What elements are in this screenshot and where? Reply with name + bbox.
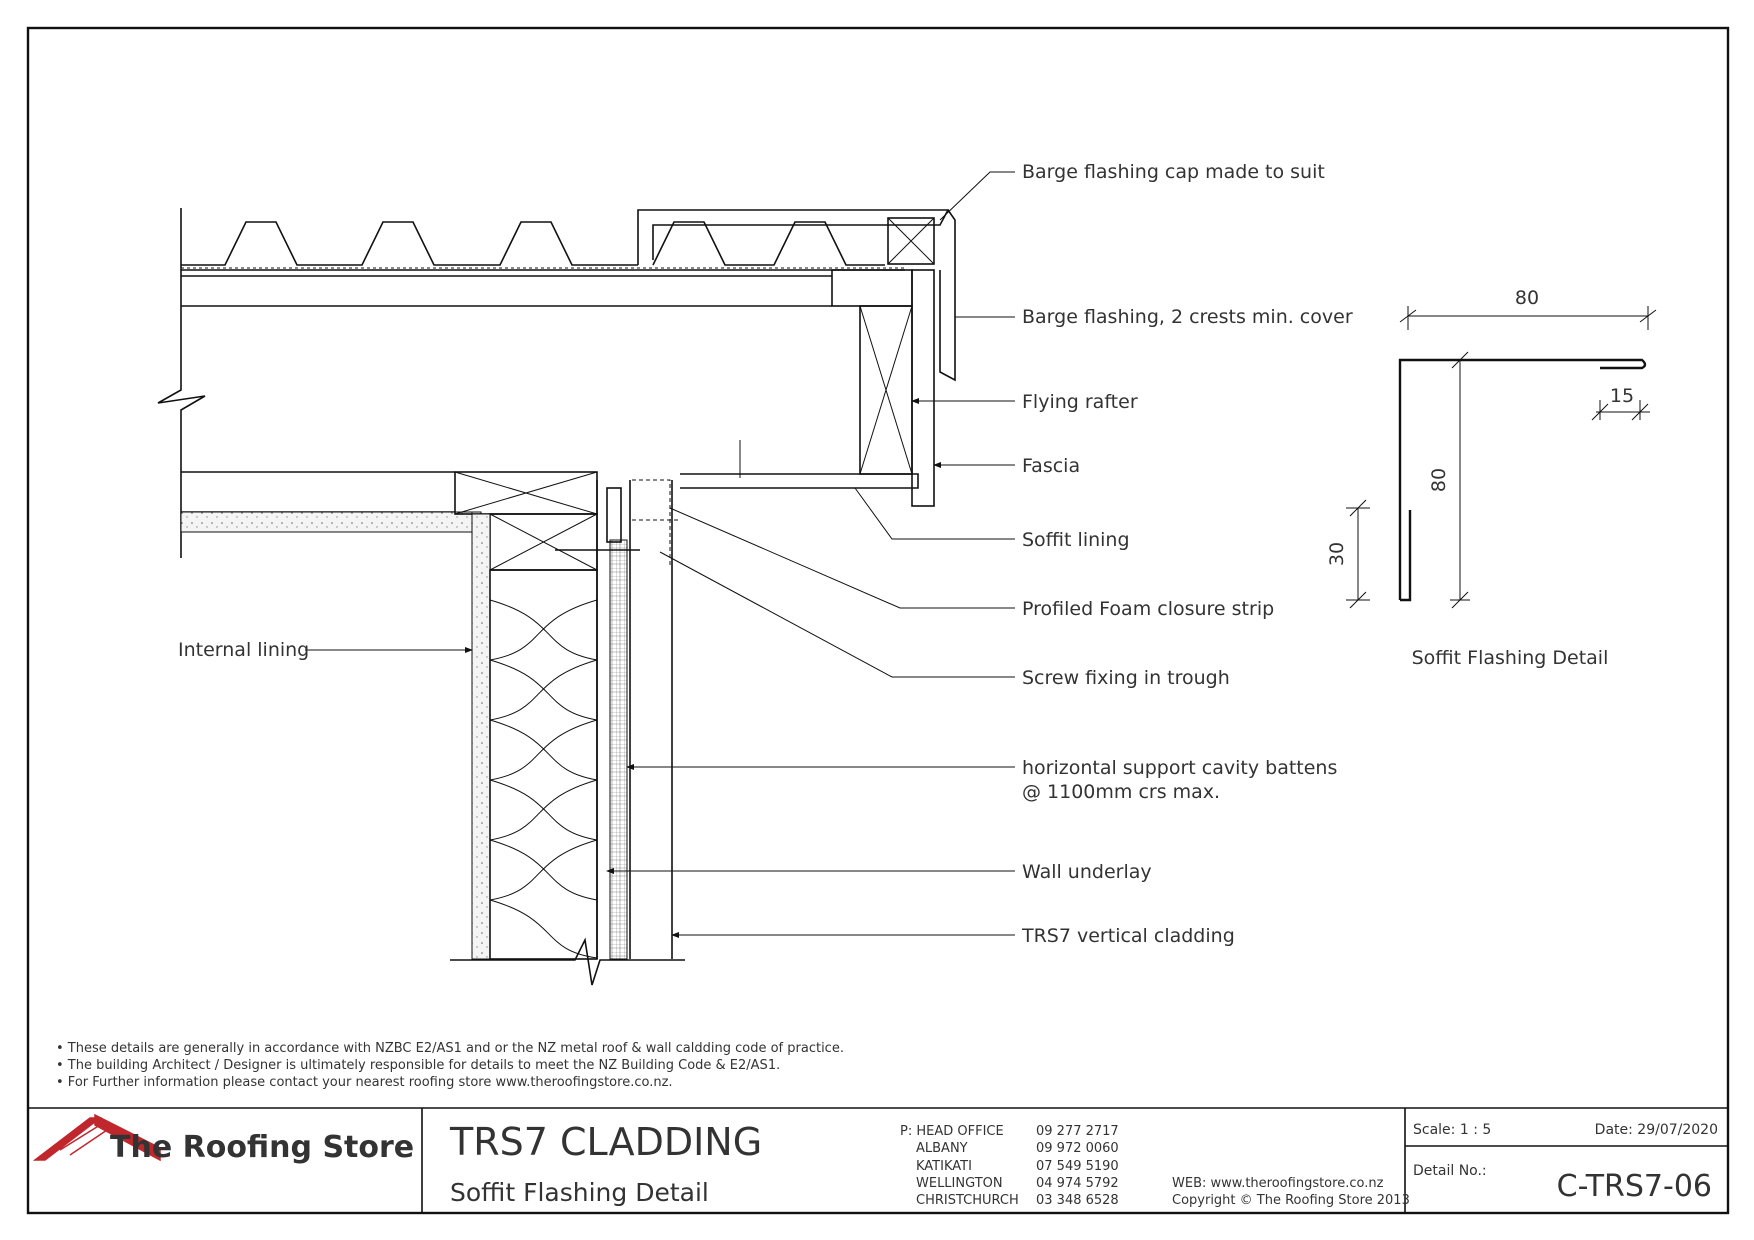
label-internal-lining: Internal lining: [178, 639, 309, 661]
copyright: Copyright © The Roofing Store 2013: [1172, 1193, 1410, 1208]
scale: Scale: 1 : 5: [1413, 1122, 1491, 1138]
dim-side: 80: [1428, 468, 1450, 492]
label-foam-strip: Profiled Foam closure strip: [1022, 598, 1274, 620]
title-block: The Roofing Store TRS7 CLADDING Soffit F…: [28, 1107, 1728, 1213]
callout-labels: Barge flashing cap made to suit Barge fl…: [178, 161, 1353, 947]
note-1: • These details are generally in accorda…: [56, 1041, 844, 1056]
label-flying-rafter: Flying rafter: [1022, 391, 1138, 413]
roof-logo-icon: [32, 1113, 161, 1162]
contact-phone-2: 07 549 5190: [1036, 1159, 1119, 1174]
notes: • These details are generally in accorda…: [56, 1041, 844, 1090]
contact-phone-0: 09 277 2717: [1036, 1124, 1119, 1139]
contact-place-0: P: HEAD OFFICE: [900, 1124, 1004, 1139]
contact-place-3: WELLINGTON: [916, 1176, 1003, 1191]
detail-title: Soffit Flashing Detail: [1412, 647, 1609, 669]
contact-phone-3: 04 974 5792: [1036, 1176, 1119, 1191]
dim-top: 80: [1515, 287, 1539, 309]
label-battens-spacing: @ 1100mm crs max.: [1022, 781, 1220, 803]
label-soffit-lining: Soffit lining: [1022, 529, 1130, 551]
brand-name: The Roofing Store: [110, 1130, 414, 1165]
drawing-subtitle: Soffit Flashing Detail: [450, 1178, 709, 1207]
contact-phone-4: 03 348 6528: [1036, 1193, 1119, 1208]
date: Date: 29/07/2020: [1595, 1122, 1718, 1138]
web-address: WEB: www.theroofingstore.co.nz: [1172, 1176, 1384, 1191]
contact-place-2: KATIKATI: [916, 1159, 972, 1174]
label-wall-underlay: Wall underlay: [1022, 861, 1152, 883]
label-barge-cap: Barge flashing cap made to suit: [1022, 161, 1325, 183]
label-cladding: TRS7 vertical cladding: [1021, 925, 1235, 947]
contact-place-4: CHRISTCHURCH: [916, 1193, 1019, 1208]
note-2: • The building Architect / Designer is u…: [56, 1058, 780, 1073]
detail-no: C-TRS7-06: [1557, 1169, 1712, 1204]
label-fascia: Fascia: [1022, 455, 1080, 477]
contact-phone-1: 09 972 0060: [1036, 1141, 1119, 1156]
label-barge-flashing: Barge flashing, 2 crests min. cover: [1022, 306, 1353, 328]
detail-no-label: Detail No.:: [1413, 1163, 1487, 1179]
dim-drip: 30: [1326, 542, 1348, 566]
label-screw-fixing: Screw fixing in trough: [1022, 667, 1230, 689]
section-drawing: [157, 208, 956, 986]
dim-lip: 15: [1610, 385, 1634, 407]
label-battens: horizontal support cavity battens: [1022, 757, 1337, 779]
contact-place-1: ALBANY: [916, 1141, 968, 1156]
flashing-detail: 80 80 15 30 Soffit Flashing Detail: [1326, 287, 1657, 669]
drawing-title: TRS7 CLADDING: [449, 1120, 762, 1164]
note-3: • For Further information please contact…: [56, 1075, 673, 1090]
sheet-border: [26, 26, 1730, 1215]
leader-lines: [305, 171, 1015, 938]
